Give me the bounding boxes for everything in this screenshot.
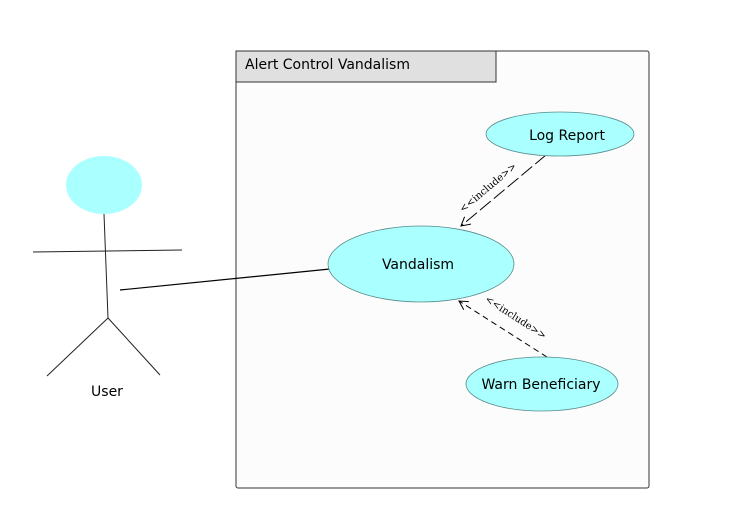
actor-right-leg xyxy=(107,317,161,376)
use-case-warn-beneficiary-shape xyxy=(465,356,619,412)
actor-head xyxy=(66,156,142,214)
system-title-box xyxy=(235,50,497,83)
use-case-vandalism-label: Vandalism xyxy=(382,257,454,273)
include-arrow-warn-beneficiary[interactable] xyxy=(459,301,548,358)
include-arrow-log-report[interactable] xyxy=(461,154,547,226)
use-case-vandalism[interactable]: Vandalism xyxy=(327,225,515,303)
use-case-vandalism-shape xyxy=(327,225,515,303)
use-case-warn-beneficiary-label: Warn Beneficiary xyxy=(481,377,600,393)
use-case-warn-beneficiary[interactable]: Warn Beneficiary xyxy=(465,356,619,412)
system-title: Alert Control Vandalism xyxy=(245,57,410,73)
use-case-log-report-label: Log Report xyxy=(529,128,605,144)
use-case-log-report-shape xyxy=(485,111,635,157)
actor-body xyxy=(103,213,109,319)
association-line[interactable] xyxy=(119,268,331,291)
use-case-log-report[interactable]: Log Report xyxy=(485,111,635,157)
actor-arms xyxy=(32,249,183,253)
actor-left-leg xyxy=(46,317,109,377)
actor-user[interactable]: User xyxy=(32,156,183,400)
actor-label: User xyxy=(91,384,123,400)
